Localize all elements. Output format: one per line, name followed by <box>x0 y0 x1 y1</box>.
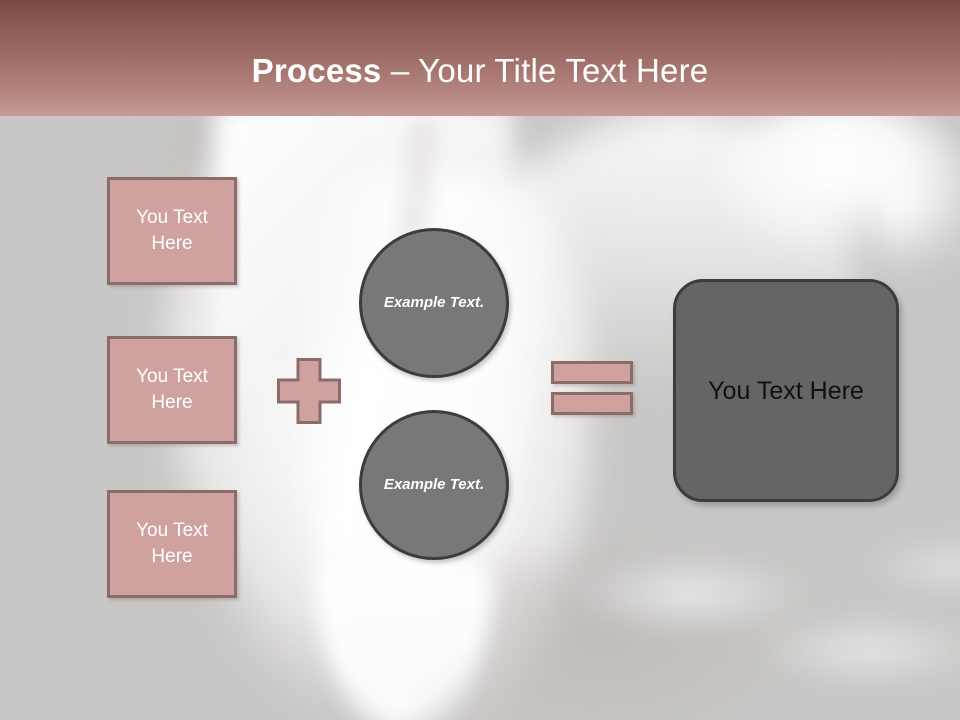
equals-icon-bar-top <box>551 361 633 384</box>
equals-icon-bar-bottom <box>551 392 633 415</box>
process-circle-1-label: Example Text. <box>383 294 485 311</box>
input-box-3[interactable]: You Text Here <box>107 490 237 598</box>
input-box-1-label: You Text Here <box>136 207 208 254</box>
process-circle-1[interactable]: Example Text. <box>359 228 509 378</box>
background-silk-taper-bottom <box>320 560 490 720</box>
equals-icon <box>551 361 633 415</box>
background-silk-edge-right <box>880 120 960 280</box>
process-circle-2-label: Example Text. <box>383 476 485 493</box>
page-title-emphasis: Process <box>251 52 382 89</box>
title-bar: Process – Your Title Text Here <box>0 0 960 116</box>
process-circle-2[interactable]: Example Text. <box>359 410 509 560</box>
background-silk-waves-bottom-right <box>560 520 960 720</box>
input-box-2[interactable]: You Text Here <box>107 336 237 444</box>
input-box-1[interactable]: You Text Here <box>107 177 237 285</box>
input-box-2-label: You Text Here <box>136 366 208 413</box>
result-box[interactable]: You Text Here <box>673 279 899 502</box>
page-title-rest: – Your Title Text Here <box>381 52 709 89</box>
plus-icon <box>277 358 341 424</box>
input-box-3-label: You Text Here <box>136 520 208 567</box>
page-title: Process – Your Title Text Here <box>0 52 960 90</box>
result-box-label: You Text Here <box>708 376 864 405</box>
